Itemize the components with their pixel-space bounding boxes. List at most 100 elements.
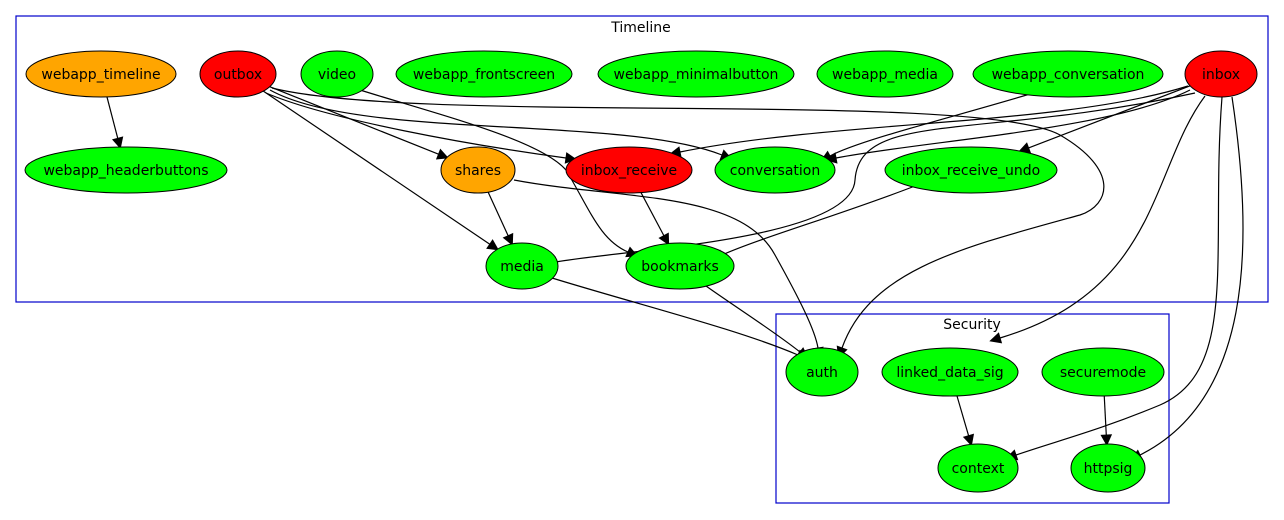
node-webapp_minimalbutton-label: webapp_minimalbutton	[614, 67, 779, 83]
node-webapp_headerbuttons: webapp_headerbuttons	[24, 146, 228, 194]
node-inbox: inbox	[1184, 50, 1258, 98]
edge-outbox-to-conversation	[269, 89, 733, 161]
edge-arrowhead	[486, 239, 500, 251]
node-inbox_receive_undo: inbox_receive_undo	[884, 146, 1058, 194]
node-webapp_conversation: webapp_conversation	[972, 50, 1164, 98]
node-video: video	[300, 50, 374, 98]
node-inbox-label: inbox	[1202, 67, 1240, 83]
node-inbox_receive-label: inbox_receive	[581, 163, 677, 179]
node-video-ellipse	[300, 50, 374, 98]
node-auth-ellipse	[785, 347, 859, 397]
node-linked_data_sig: linked_data_sig	[881, 347, 1019, 397]
edge-securemode-to-httpsig	[1100, 395, 1113, 447]
node-webapp_frontscreen: webapp_frontscreen	[395, 50, 573, 98]
edge-line	[1015, 96, 1223, 456]
edge-outbox-to-shares	[269, 86, 449, 160]
cluster-timeline-label: Timeline	[610, 20, 671, 36]
edge-line	[956, 395, 970, 436]
edge-shares-to-media	[487, 191, 514, 246]
edge-arrowhead	[658, 232, 670, 246]
node-securemode-label: securemode	[1060, 365, 1146, 381]
node-context-ellipse	[937, 443, 1019, 493]
node-webapp_media-ellipse	[816, 50, 954, 98]
node-webapp_frontscreen-label: webapp_frontscreen	[413, 67, 555, 83]
node-shares-label: shares	[455, 163, 501, 179]
node-securemode: securemode	[1041, 347, 1165, 397]
edge-inbox-to-linked_data_sig	[989, 95, 1206, 344]
edge-line	[263, 90, 491, 245]
node-webapp_timeline-ellipse	[25, 50, 177, 98]
node-video-label: video	[318, 67, 356, 83]
node-linked_data_sig-ellipse	[881, 347, 1019, 397]
edge-line	[551, 277, 799, 356]
node-shares: shares	[440, 146, 516, 194]
node-context-label: context	[952, 461, 1005, 477]
node-inbox_receive: inbox_receive	[565, 146, 693, 194]
node-shares-ellipse	[440, 146, 516, 194]
node-outbox-label: outbox	[214, 67, 262, 83]
node-auth-label: auth	[806, 365, 838, 381]
edge-line	[359, 89, 629, 253]
node-httpsig: httpsig	[1070, 443, 1146, 493]
node-outbox-ellipse	[199, 50, 277, 98]
edge-line	[679, 85, 1189, 153]
edge-line	[1103, 395, 1107, 436]
node-context: context	[937, 443, 1019, 493]
node-inbox_receive_undo-label: inbox_receive_undo	[902, 163, 1040, 179]
node-inbox-ellipse	[1184, 50, 1258, 98]
edge-outbox-to-media	[263, 90, 500, 251]
edge-arrowhead	[435, 148, 449, 160]
node-media: media	[485, 242, 559, 290]
edge-line	[265, 92, 567, 159]
edge-line	[513, 179, 819, 349]
node-bookmarks: bookmarks	[625, 242, 735, 290]
edge-line	[269, 86, 439, 155]
node-webapp_minimalbutton-ellipse	[597, 50, 795, 98]
edge-line	[1139, 96, 1244, 456]
edge-inbox-to-context	[1005, 96, 1223, 461]
node-webapp_frontscreen-ellipse	[395, 50, 573, 98]
node-linked_data_sig-label: linked_data_sig	[896, 365, 1003, 381]
edge-webapp_timeline-to-webapp_headerbuttons	[106, 96, 124, 150]
node-webapp_media: webapp_media	[816, 50, 954, 98]
edge-line	[705, 285, 801, 353]
edge-media-to-auth	[551, 277, 809, 361]
node-webapp_headerbuttons-label: webapp_headerbuttons	[43, 163, 208, 179]
node-webapp_timeline-label: webapp_timeline	[41, 67, 160, 83]
node-media-label: media	[500, 259, 544, 275]
node-bookmarks-label: bookmarks	[641, 259, 719, 275]
cluster-security: Security	[775, 313, 1170, 504]
edge-line	[999, 95, 1206, 339]
edge-bookmarks-to-auth	[705, 285, 809, 359]
node-bookmarks-ellipse	[625, 242, 735, 290]
node-webapp_minimalbutton: webapp_minimalbutton	[597, 50, 795, 98]
node-conversation-ellipse	[714, 146, 836, 194]
nodes-layer: webapp_timeline outbox video webapp_frontsc…	[24, 50, 1258, 493]
node-inbox_receive-ellipse	[565, 146, 693, 194]
edge-line	[271, 87, 1105, 349]
node-auth: auth	[785, 347, 859, 397]
node-webapp_conversation-ellipse	[972, 50, 1164, 98]
edge-line	[640, 192, 665, 236]
cluster-security-label: Security	[943, 317, 1001, 333]
edge-inbox_receive_undo-to-bookmarks	[711, 185, 916, 261]
edge-line	[269, 89, 723, 156]
edge-inbox_receive-to-bookmarks	[640, 192, 670, 246]
edge-arrowhead	[111, 136, 124, 150]
edge-line	[1028, 85, 1191, 149]
cluster-security-border	[775, 313, 1170, 504]
node-webapp_headerbuttons-ellipse	[24, 146, 228, 194]
edge-arrowhead	[1100, 434, 1113, 447]
edge-arrowhead	[962, 433, 975, 447]
edge-line	[487, 191, 509, 236]
cluster-timeline-border	[15, 15, 1269, 303]
node-webapp_conversation-label: webapp_conversation	[992, 67, 1145, 83]
edge-inbox-to-httpsig	[1130, 96, 1244, 460]
edge-arrowhead	[989, 332, 1003, 344]
node-webapp_timeline: webapp_timeline	[25, 50, 177, 98]
edge-line	[106, 96, 119, 139]
node-securemode-ellipse	[1041, 347, 1165, 397]
edge-line	[829, 93, 1031, 157]
edge-arrowhead	[502, 232, 514, 246]
